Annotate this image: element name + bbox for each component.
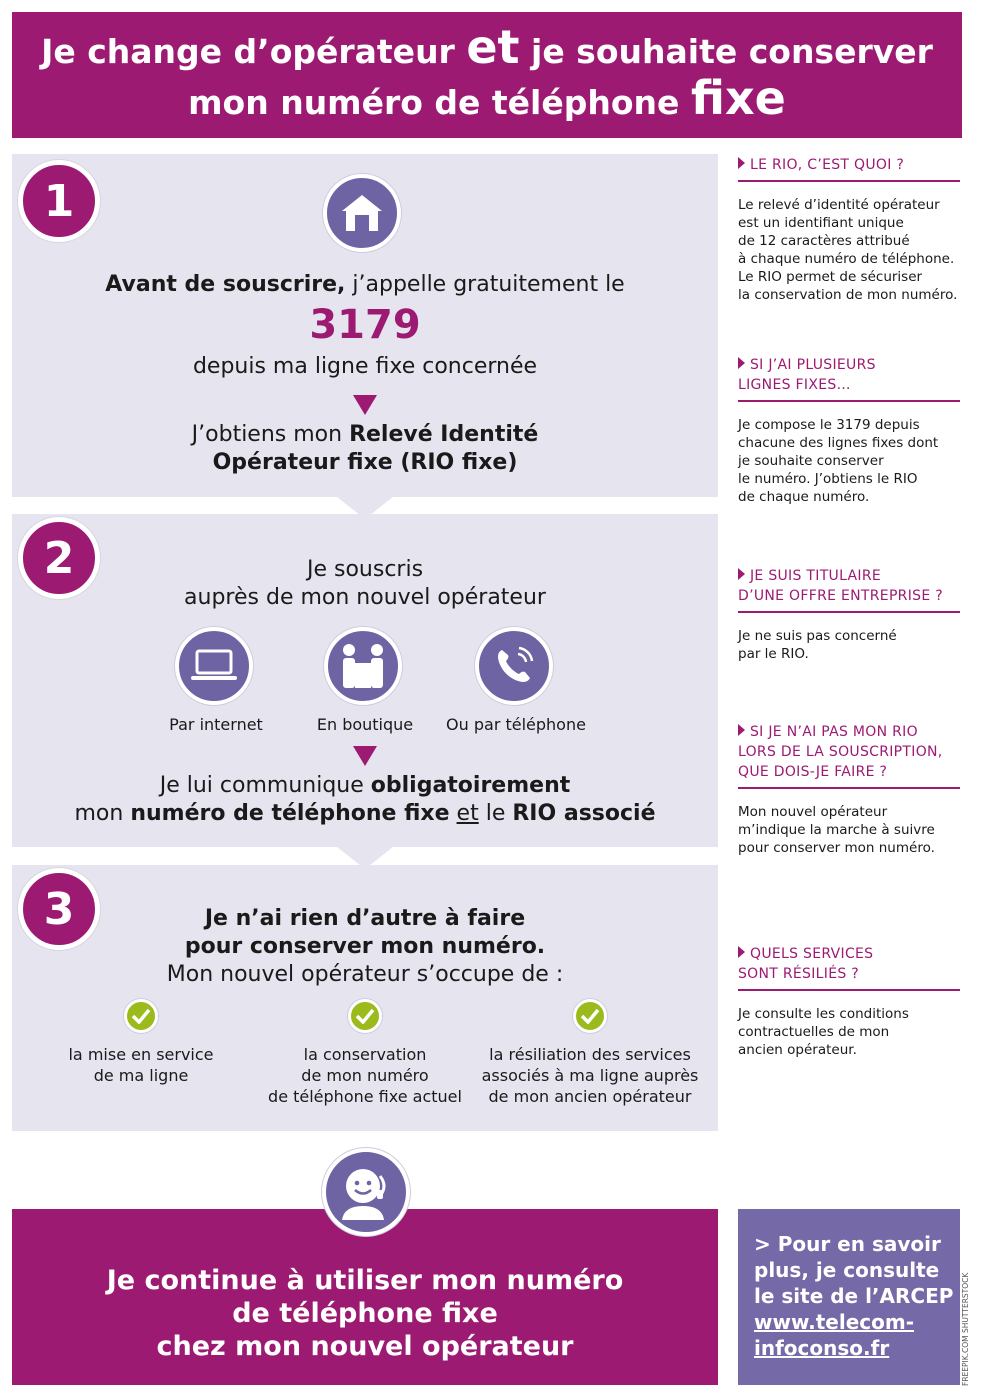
arcep-info-box: > Pour en savoir plus, je consulte le si…	[738, 1209, 960, 1385]
step-2-result: Je lui communique obligatoirement mon nu…	[74, 773, 656, 826]
arcep-link[interactable]: www.telecom-infoconso.fr	[754, 1310, 915, 1360]
footer-line-3: chez mon nouvel opérateur	[156, 1331, 574, 1362]
phone-number-3179: 3179	[309, 302, 421, 348]
title-line-1: Je change d’opérateur et je souhaite con…	[41, 20, 933, 74]
step-2-number: 2	[18, 517, 100, 599]
faq-title: LE RIO, C’EST QUOI ?	[738, 155, 960, 182]
step-3-panel	[12, 865, 718, 1131]
caret-right-icon	[738, 357, 745, 369]
step-3-number: 3	[18, 868, 100, 950]
footer-banner: Je continue à utiliser mon numéro de tél…	[12, 1209, 718, 1385]
check-icon	[573, 999, 607, 1033]
check-icon	[124, 999, 158, 1033]
step-2-notch	[337, 847, 393, 869]
arrow-down-icon	[353, 746, 377, 766]
caret-right-icon	[738, 157, 745, 169]
shop-people-icon	[324, 627, 402, 705]
channel-label-shop: En boutique	[316, 715, 414, 734]
phone-icon	[475, 627, 553, 705]
caret-right-icon	[738, 946, 745, 958]
arcep-text-3: le site de l’ARCEP	[754, 1284, 954, 1308]
house-icon	[323, 174, 401, 252]
channel-label-internet: Par internet	[169, 715, 263, 734]
step-1-line-1: Avant de souscrire, j’appelle gratuiteme…	[105, 272, 625, 297]
footer-line-2: de téléphone fixe	[232, 1298, 498, 1329]
page-title: Je change d’opérateur et je souhaite con…	[12, 12, 962, 138]
arcep-text-1: > Pour en savoir	[754, 1232, 941, 1256]
smiling-caller-icon	[322, 1148, 410, 1236]
channel-label-phone: Ou par téléphone	[446, 715, 586, 734]
arcep-text-2: plus, je consulte	[754, 1258, 940, 1282]
check-icon	[348, 999, 382, 1033]
faq-what-is-rio: LE RIO, C’EST QUOI ? Le relevé d’identit…	[738, 155, 960, 304]
title-line-2: mon numéro de téléphone fixe	[188, 71, 786, 125]
footer-line-1: Je continue à utiliser mon numéro	[106, 1265, 624, 1296]
step-1-line-2: depuis ma ligne fixe concernée	[192, 354, 538, 379]
step-1-notch	[337, 497, 393, 519]
caret-right-icon	[738, 724, 745, 736]
arrow-down-icon	[353, 395, 377, 415]
image-credit: FREEPIK.COM SHUTTERSTOCK	[961, 1272, 970, 1386]
step-1-number: 1	[18, 160, 100, 242]
laptop-icon	[175, 627, 253, 705]
caret-right-icon	[738, 568, 745, 580]
